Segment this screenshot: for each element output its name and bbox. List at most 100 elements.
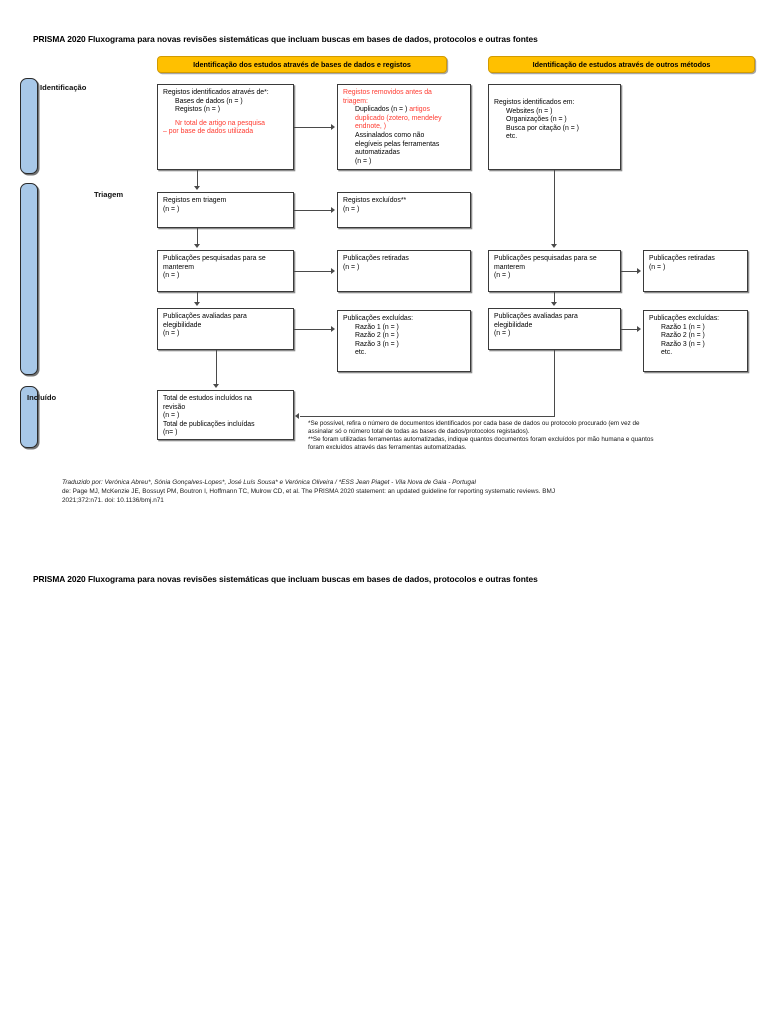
box-line-highlight: – por base de dados utilizada [163,128,254,136]
box-records-excluded: Registos excluídos** (n = ) [337,192,471,228]
box-line-highlight: duplicado (zotero, mendeley [355,114,442,122]
connector-line [197,228,198,245]
box-line-highlight: Nr total de artigo na pesquisa [175,119,266,127]
box-line: Registos identificados em: [494,99,575,106]
header-bar-databases: Identificação dos estudos através de bas… [157,56,447,73]
box-reports-assessed-left: Publicações avaliadas para elegibilidade… [157,308,294,350]
phase-bar-identificacao [20,78,38,174]
box-line: Organizações (n = ) [506,116,567,124]
box-line: elegíveis pelas ferramentas [355,140,440,148]
connector-arrow-down [194,186,200,190]
connector-line [294,329,332,330]
box-line: (n = ) [163,330,180,338]
connector-arrow-right [637,326,641,332]
duplicates-text: Duplicados (n = ) [355,106,410,114]
box-line-highlight: triagem: [343,97,368,105]
box-reports-not-retrieved-right: Publicações retiradas (n = ) [643,250,748,292]
footnote-block: *Se possível, refira o número de documen… [308,420,760,452]
connector-line [554,170,555,245]
connector-line [554,350,555,416]
box-line: Publicações excluídas: [649,315,720,322]
connector-arrow-right [331,326,335,332]
connector-line [554,292,555,303]
translation-credit: Traduzido por: Verónica Abreu*, Sónia Go… [62,478,762,506]
box-line: Registos identificados através de*: [163,89,269,96]
connector-line [294,210,332,211]
box-line: revisão [163,403,186,411]
duplicates-highlight: artigos [409,106,430,114]
box-line: Publicações pesquisadas para se [494,255,597,262]
phase-bar-incluido [20,386,38,448]
box-line: (n = ) [355,157,372,165]
box-records-removed-before-screening: Registos removidos antes da triagem: Dup… [337,84,471,170]
page-title-bottom: PRISMA 2020 Fluxograma para novas revisõ… [33,574,538,584]
box-line: Registos excluídos** [343,197,407,204]
footnote-line: *Se possível, refira o número de documen… [308,420,640,427]
box-records-identified-databases: Registos identificados através de*: Base… [157,84,294,170]
box-line: (n = ) [163,412,180,420]
connector-arrow-down [194,302,200,306]
footnote-line: **Se foram utilizadas ferramentas automa… [308,436,654,443]
box-reports-excluded-right: Publicações excluídas: Razão 1 (n = ) Ra… [643,310,748,372]
box-line: Publicações retiradas [649,255,715,262]
box-records-identified-other-methods: Registos identificados em: Websites (n =… [488,84,621,170]
box-reports-not-retrieved-left: Publicações retiradas (n = ) [337,250,471,292]
box-line: Razão 2 (n = ) [355,332,399,340]
box-line: Publicações avaliadas para [163,313,247,320]
box-line: Publicações pesquisadas para se [163,255,266,262]
connector-arrow-right [331,207,335,213]
box-line-highlight: endnote, ) [355,123,387,131]
header-bar-other-methods: Identificação de estudos através de outr… [488,56,755,73]
box-reports-excluded-left: Publicações excluídas: Razão 1 (n = ) Ra… [337,310,471,372]
connector-arrow-down [551,302,557,306]
box-studies-included: Total de estudos incluídos na revisão (n… [157,390,294,440]
box-line: etc. [661,349,673,357]
connector-line [197,292,198,303]
box-line: (n = ) [649,263,666,271]
box-line: manterem [494,263,526,271]
phase-label-incluido: Incluído [27,393,57,402]
box-line: Razão 3 (n = ) [661,340,705,348]
header-bar-databases-label: Identificação dos estudos através de bas… [193,60,411,69]
box-reports-assessed-right: Publicações avaliadas para elegibilidade… [488,308,621,350]
box-line: Razão 3 (n = ) [355,340,399,348]
page-title-top: PRISMA 2020 Fluxograma para novas revisõ… [33,34,538,44]
connector-line [294,271,332,272]
box-line: Registos (n = ) [175,106,220,114]
box-line: (n = ) [494,330,511,338]
box-line: Razão 1 (n = ) [355,323,399,331]
connector-line [300,416,555,417]
phase-label-identificacao: Identificação [40,83,87,92]
box-line: automatizadas [355,149,400,157]
box-line: (n = ) [343,263,360,271]
box-line: etc. [506,133,518,141]
header-bar-other-methods-label: Identificação de estudos através de outr… [532,60,711,69]
box-line: elegibilidade [494,321,533,329]
box-line: Websites (n = ) [506,107,553,115]
connector-arrow-down [213,384,219,388]
connector-arrow-right [637,268,641,274]
box-records-screened: Registos em triagem (n = ) [157,192,294,228]
box-line: Duplicados (n = ) artigos [343,106,465,115]
box-reports-sought-right: Publicações pesquisadas para se manterem… [488,250,621,292]
credit-line-doi: 2021;372:n71. doi: 10.1136/bmj.n71 [62,497,164,505]
box-line: Razão 1 (n = ) [661,323,705,331]
box-line-highlight: Registos removidos antes da [343,89,432,96]
credit-line-translators: Traduzido por: Verónica Abreu*, Sónia Go… [62,479,476,486]
box-line: (n = ) [494,272,511,280]
box-line: Bases de dados (n = ) [175,97,243,105]
connector-line [197,170,198,187]
box-line: Busca por citação (n = ) [506,124,579,132]
footnote-line: assinalar só o número total de todas as … [308,428,530,435]
box-line: (n= ) [163,429,178,437]
box-line: Total de estudos incluídos na [163,395,252,402]
box-line: Publicações avaliadas para [494,313,578,320]
box-line: Publicações retiradas [343,255,409,262]
connector-line [621,329,638,330]
connector-line [216,350,217,385]
box-line: (n = ) [343,205,360,213]
box-line: Total de publicações incluídas [163,420,255,428]
box-line: manterem [163,263,195,271]
phase-label-triagem: Triagem [94,190,124,199]
